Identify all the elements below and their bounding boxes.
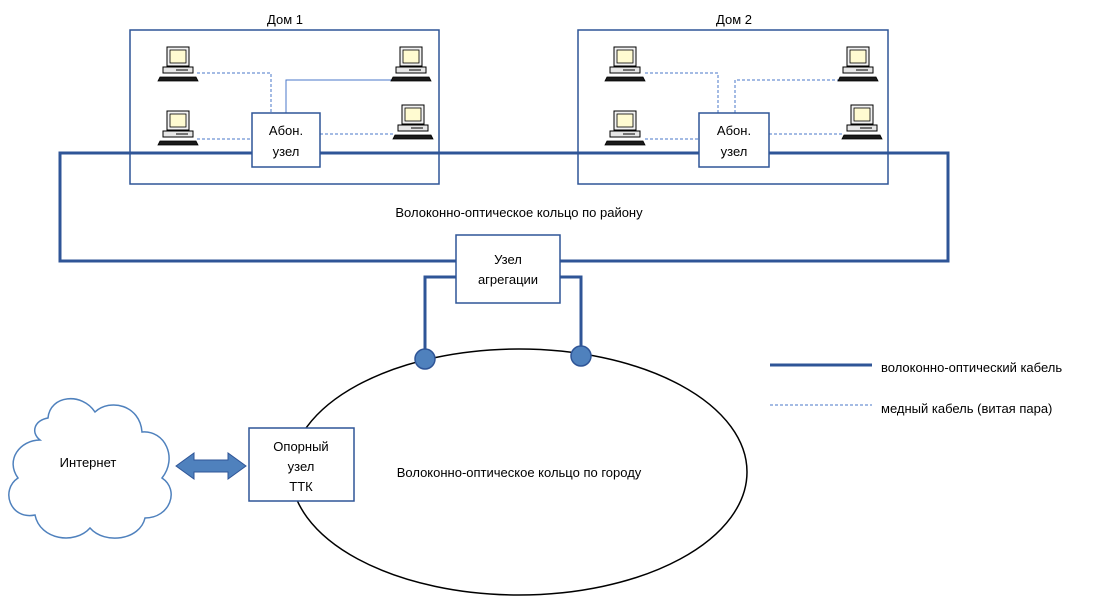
- legend-fiber-label: волоконно-оптический кабель: [881, 360, 1062, 375]
- subscriber-node-line-2: узел: [273, 144, 300, 159]
- legend: волоконно-оптический кабель медный кабел…: [770, 360, 1062, 416]
- aggregation-node-box: [455, 234, 561, 304]
- subscriber-node-2: Абон. узел: [698, 112, 770, 168]
- copper-link: [197, 72, 272, 113]
- copper-link: [645, 72, 719, 113]
- ring-connector-dot: [570, 345, 592, 367]
- city-ring-label: Волоконно-оптическое кольцо по городу: [397, 465, 642, 480]
- internet-label: Интернет: [60, 455, 117, 470]
- subscriber-node-1: Абон. узел: [251, 112, 321, 168]
- core-node-line-1: Опорный: [273, 439, 328, 454]
- internet-cloud: Интернет: [8, 397, 172, 539]
- bidirectional-arrow-icon: [175, 452, 247, 480]
- core-node-box: [248, 427, 355, 502]
- core-node-ttk: Опорный узел ТТК: [248, 427, 355, 502]
- aggregation-node: Узел агрегации: [455, 234, 561, 304]
- house-1-title: Дом 1: [267, 12, 303, 27]
- subscriber-node-line-1: Абон.: [717, 123, 751, 138]
- subscriber-node-line-2: узел: [721, 144, 748, 159]
- district-ring-label: Волоконно-оптическое кольцо по району: [395, 205, 643, 220]
- fiber-uplink: [560, 275, 583, 352]
- core-node-line-2: узел: [288, 459, 315, 474]
- ring-connector-dot: [414, 348, 436, 370]
- core-node-line-3: ТТК: [289, 479, 313, 494]
- house-2-title: Дом 2: [716, 12, 752, 27]
- subscriber-node-box: [251, 112, 321, 168]
- copper-link: [734, 79, 843, 113]
- subscriber-node-box: [698, 112, 770, 168]
- copper-link: [285, 79, 394, 113]
- aggregation-node-line-2: агрегации: [478, 272, 538, 287]
- fiber-uplink: [423, 275, 456, 355]
- aggregation-node-line-1: Узел: [494, 252, 522, 267]
- legend-copper-label: медный кабель (витая пара): [881, 401, 1052, 416]
- cloud-icon: [8, 397, 172, 539]
- subscriber-node-line-1: Абон.: [269, 123, 303, 138]
